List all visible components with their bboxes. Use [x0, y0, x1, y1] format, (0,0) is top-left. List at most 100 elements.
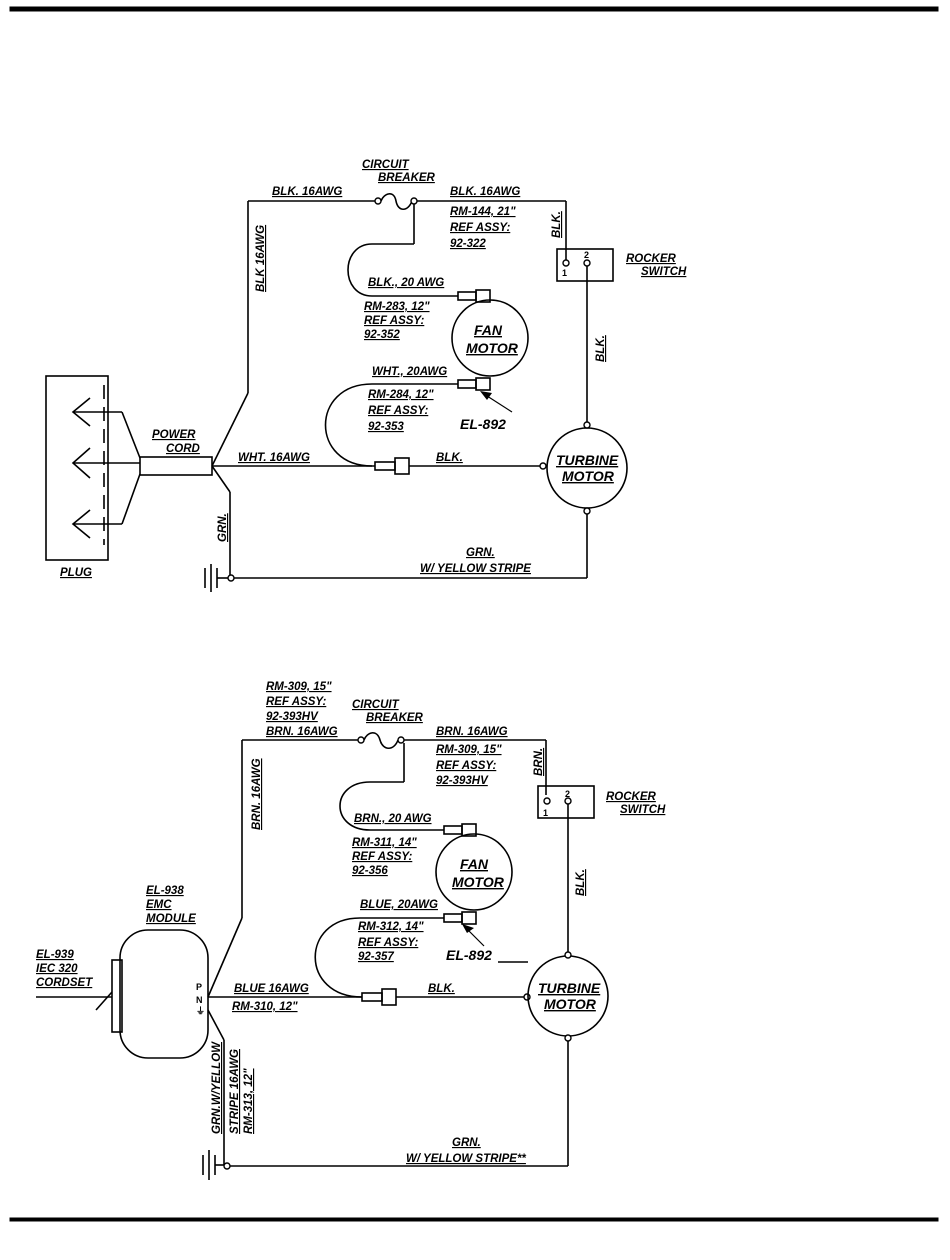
ground-wire-label: GRN.W/YELLOW: [211, 1041, 223, 1134]
wire-label: BLK. 16AWG: [272, 186, 342, 198]
rocker-switch-label: ROCKER: [606, 791, 657, 803]
module-pin: P: [196, 982, 202, 992]
ref-label: REF ASSY:: [436, 760, 496, 772]
inline-connector: [361, 988, 397, 1006]
wire-label: BLK.: [436, 452, 463, 464]
ref-label: 92-352: [364, 329, 400, 341]
wire-label: WHT., 20AWG: [372, 366, 447, 378]
fan-connector-1: [443, 823, 477, 837]
inline-connector: [374, 457, 410, 475]
ref-label: RM-309, 15": [436, 744, 502, 756]
fan-motor-label: MOTOR: [466, 340, 519, 356]
cordset-label: EL-939: [36, 949, 74, 961]
ground-label: W/ YELLOW STRIPE**: [406, 1153, 526, 1165]
fan-motor-label: FAN: [474, 322, 503, 338]
wire-label: BLK., 20 AWG: [368, 277, 444, 289]
ref-label: 92-356: [352, 865, 388, 877]
ref-label: REF ASSY:: [358, 937, 418, 949]
connector-label: EL-892: [460, 416, 506, 432]
ref-label: 92-353: [368, 421, 404, 433]
emc-module-label: EMC: [146, 899, 172, 911]
fan-connector-2: [457, 377, 491, 391]
diagram-1-labels: CIRCUIT BREAKER BLK. 16AWG BLK. 16AWG RM…: [60, 159, 687, 579]
ref-label: RM-311, 14": [352, 837, 417, 849]
emc-module-label: MODULE: [146, 913, 196, 925]
fan-motor: [435, 833, 513, 911]
fan-connector-2: [443, 911, 477, 925]
fan-motor: [451, 299, 529, 377]
power-cord-label: CORD: [166, 443, 200, 455]
rocker-switch-label: SWITCH: [641, 266, 687, 278]
ref-label: 92-357: [358, 951, 394, 963]
ref-label: REF ASSY:: [368, 405, 428, 417]
plug: [45, 375, 141, 561]
switch-pin: 2: [584, 250, 589, 260]
wire-label: BLUE 16AWG: [234, 983, 309, 995]
ground-wire-label: STRIPE 16AWG: [229, 1049, 241, 1134]
rocker-switch-label: ROCKER: [626, 253, 677, 265]
turbine-motor-label: TURBINE: [556, 452, 619, 468]
wire-label: BLK.: [551, 211, 563, 238]
circuit-breaker-label: CIRCUIT: [352, 699, 400, 711]
ref-label: RM-283, 12": [364, 301, 430, 313]
power-cord: [139, 456, 213, 476]
ground-wire-label: RM-313, 12": [243, 1068, 255, 1134]
switch-pin: 1: [562, 268, 567, 278]
ref-label: REF ASSY:: [266, 696, 326, 708]
ref-label: REF ASSY:: [450, 222, 510, 234]
ground-symbol: [202, 1150, 231, 1180]
switch-pin: 2: [565, 789, 570, 799]
cordset-label: CORDSET: [36, 977, 93, 989]
wire-label: GRN.: [217, 513, 229, 542]
diagram-1: [45, 193, 628, 592]
wire-label: BLK.: [595, 335, 607, 362]
circuit-breaker-label: BREAKER: [366, 712, 424, 724]
cordset-label: IEC 320: [36, 963, 78, 975]
ref-label: 92-393HV: [266, 711, 319, 723]
emc-module-label: EL-938: [146, 885, 184, 897]
rocker-switch: [537, 785, 595, 819]
diagram-2-labels: RM-309, 15" REF ASSY: 92-393HV BRN. 16AW…: [36, 681, 666, 1165]
ref-label: RM-144, 21": [450, 206, 516, 218]
wire-label: BLK 16AWG: [255, 225, 267, 292]
bottom-rule: [9, 1217, 939, 1222]
switch-pin: 1: [543, 808, 548, 818]
ref-label: RM-309, 15": [266, 681, 332, 693]
wire-label: BLK.: [575, 869, 587, 896]
wire-label: BRN. 16AWG: [251, 758, 263, 830]
circuit-breaker-label: CIRCUIT: [362, 159, 410, 171]
ref-label: 92-322: [450, 238, 486, 250]
ground-symbol: [204, 564, 235, 592]
ground-label: W/ YELLOW STRIPE: [420, 563, 531, 575]
module-ground-pin: ⏚: [196, 1006, 205, 1016]
top-rule: [9, 6, 939, 12]
wire-label: BLK. 16AWG: [450, 186, 520, 198]
fan-motor-label: MOTOR: [452, 874, 505, 890]
ground-label: GRN.: [466, 547, 495, 559]
wire-label: BRN. 16AWG: [266, 726, 338, 738]
turbine-motor-label: MOTOR: [544, 996, 597, 1012]
wire-label: BLUE, 20AWG: [360, 899, 438, 911]
fan-motor-label: FAN: [460, 856, 489, 872]
ref-label: RM-284, 12": [368, 389, 434, 401]
power-cord-label: POWER: [152, 429, 196, 441]
turbine-motor-label: TURBINE: [538, 980, 601, 996]
rocker-switch: [556, 248, 614, 282]
diagram-2: [36, 732, 609, 1180]
ref-label: 92-393HV: [436, 775, 489, 787]
wire-label: BRN., 20 AWG: [354, 813, 432, 825]
wire-label: WHT. 16AWG: [238, 452, 310, 464]
ground-label: GRN.: [452, 1137, 481, 1149]
circuit-breaker-label: BREAKER: [378, 172, 436, 184]
circuit-breaker: [357, 732, 405, 750]
connector-label: EL-892: [446, 947, 492, 963]
wire-label: BRN. 16AWG: [436, 726, 508, 738]
ref-label: REF ASSY:: [364, 315, 424, 327]
wire-label: BLK.: [428, 983, 455, 995]
rocker-switch-label: SWITCH: [620, 804, 666, 816]
wire-label: BRN.: [533, 748, 545, 776]
turbine-motor-label: MOTOR: [562, 468, 615, 484]
ref-label: RM-312, 14": [358, 921, 424, 933]
plug-label: PLUG: [60, 567, 92, 579]
